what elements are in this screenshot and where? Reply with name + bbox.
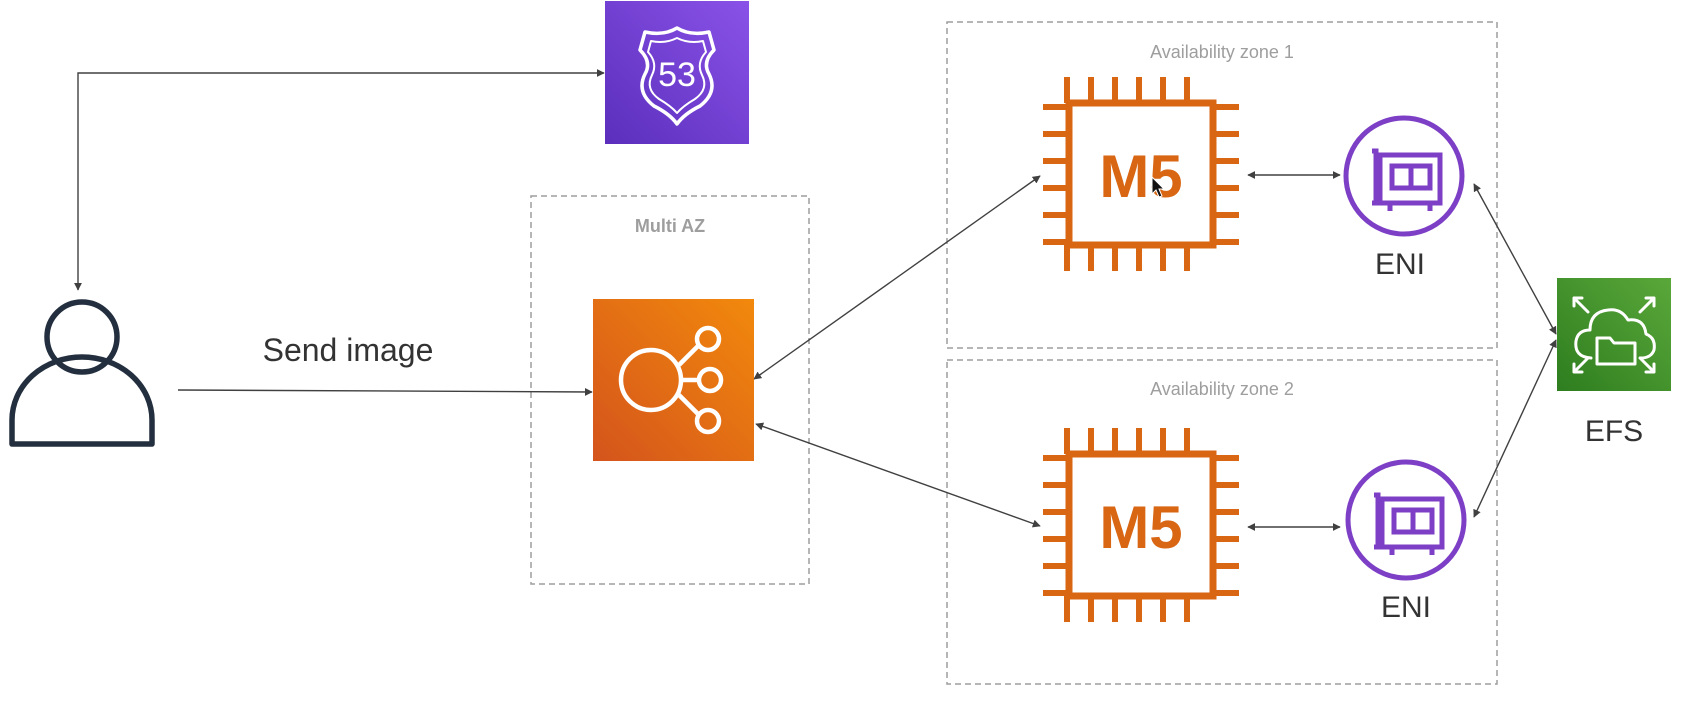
send-image-label: Send image — [263, 332, 434, 368]
efs-cloud-folder-icon — [1557, 278, 1671, 391]
user-icon — [9, 299, 155, 447]
connectors — [74, 69, 1557, 531]
eni-top-label: ENI — [1375, 248, 1425, 281]
availability-zone-2-label: Availability zone 2 — [1150, 379, 1294, 399]
ec2-m5-instance-bottom-icon: M5 — [1043, 428, 1239, 622]
ec2-m5-instance-top-icon: M5 — [1043, 77, 1239, 271]
route53-icon: 53 — [605, 1, 749, 144]
eni-efs-bottom-connector — [1473, 339, 1557, 518]
elb-m5-bottom-connector — [755, 422, 1041, 528]
multi-az-label: Multi AZ — [635, 216, 705, 236]
mouse-cursor-icon — [1151, 175, 1166, 198]
multi-az-group — [530, 195, 810, 585]
user-route53-connector — [74, 69, 605, 291]
efs-label: EFS — [1585, 415, 1643, 448]
eni-efs-top-connector — [1473, 183, 1557, 335]
eni-bottom-label: ENI — [1381, 591, 1431, 624]
network-interface-top-icon — [1346, 118, 1462, 234]
network-interface-bottom-icon — [1348, 462, 1464, 578]
send-image-arrow — [177, 387, 593, 396]
elb-m5-top-connector — [753, 175, 1041, 380]
route53-number: 53 — [658, 56, 696, 94]
load-balancer-icon — [593, 299, 754, 461]
availability-zone-1-label: Availability zone 1 — [1150, 42, 1294, 62]
m5-top-label: M5 — [1099, 143, 1182, 210]
m5-bottom-label: M5 — [1099, 494, 1182, 561]
